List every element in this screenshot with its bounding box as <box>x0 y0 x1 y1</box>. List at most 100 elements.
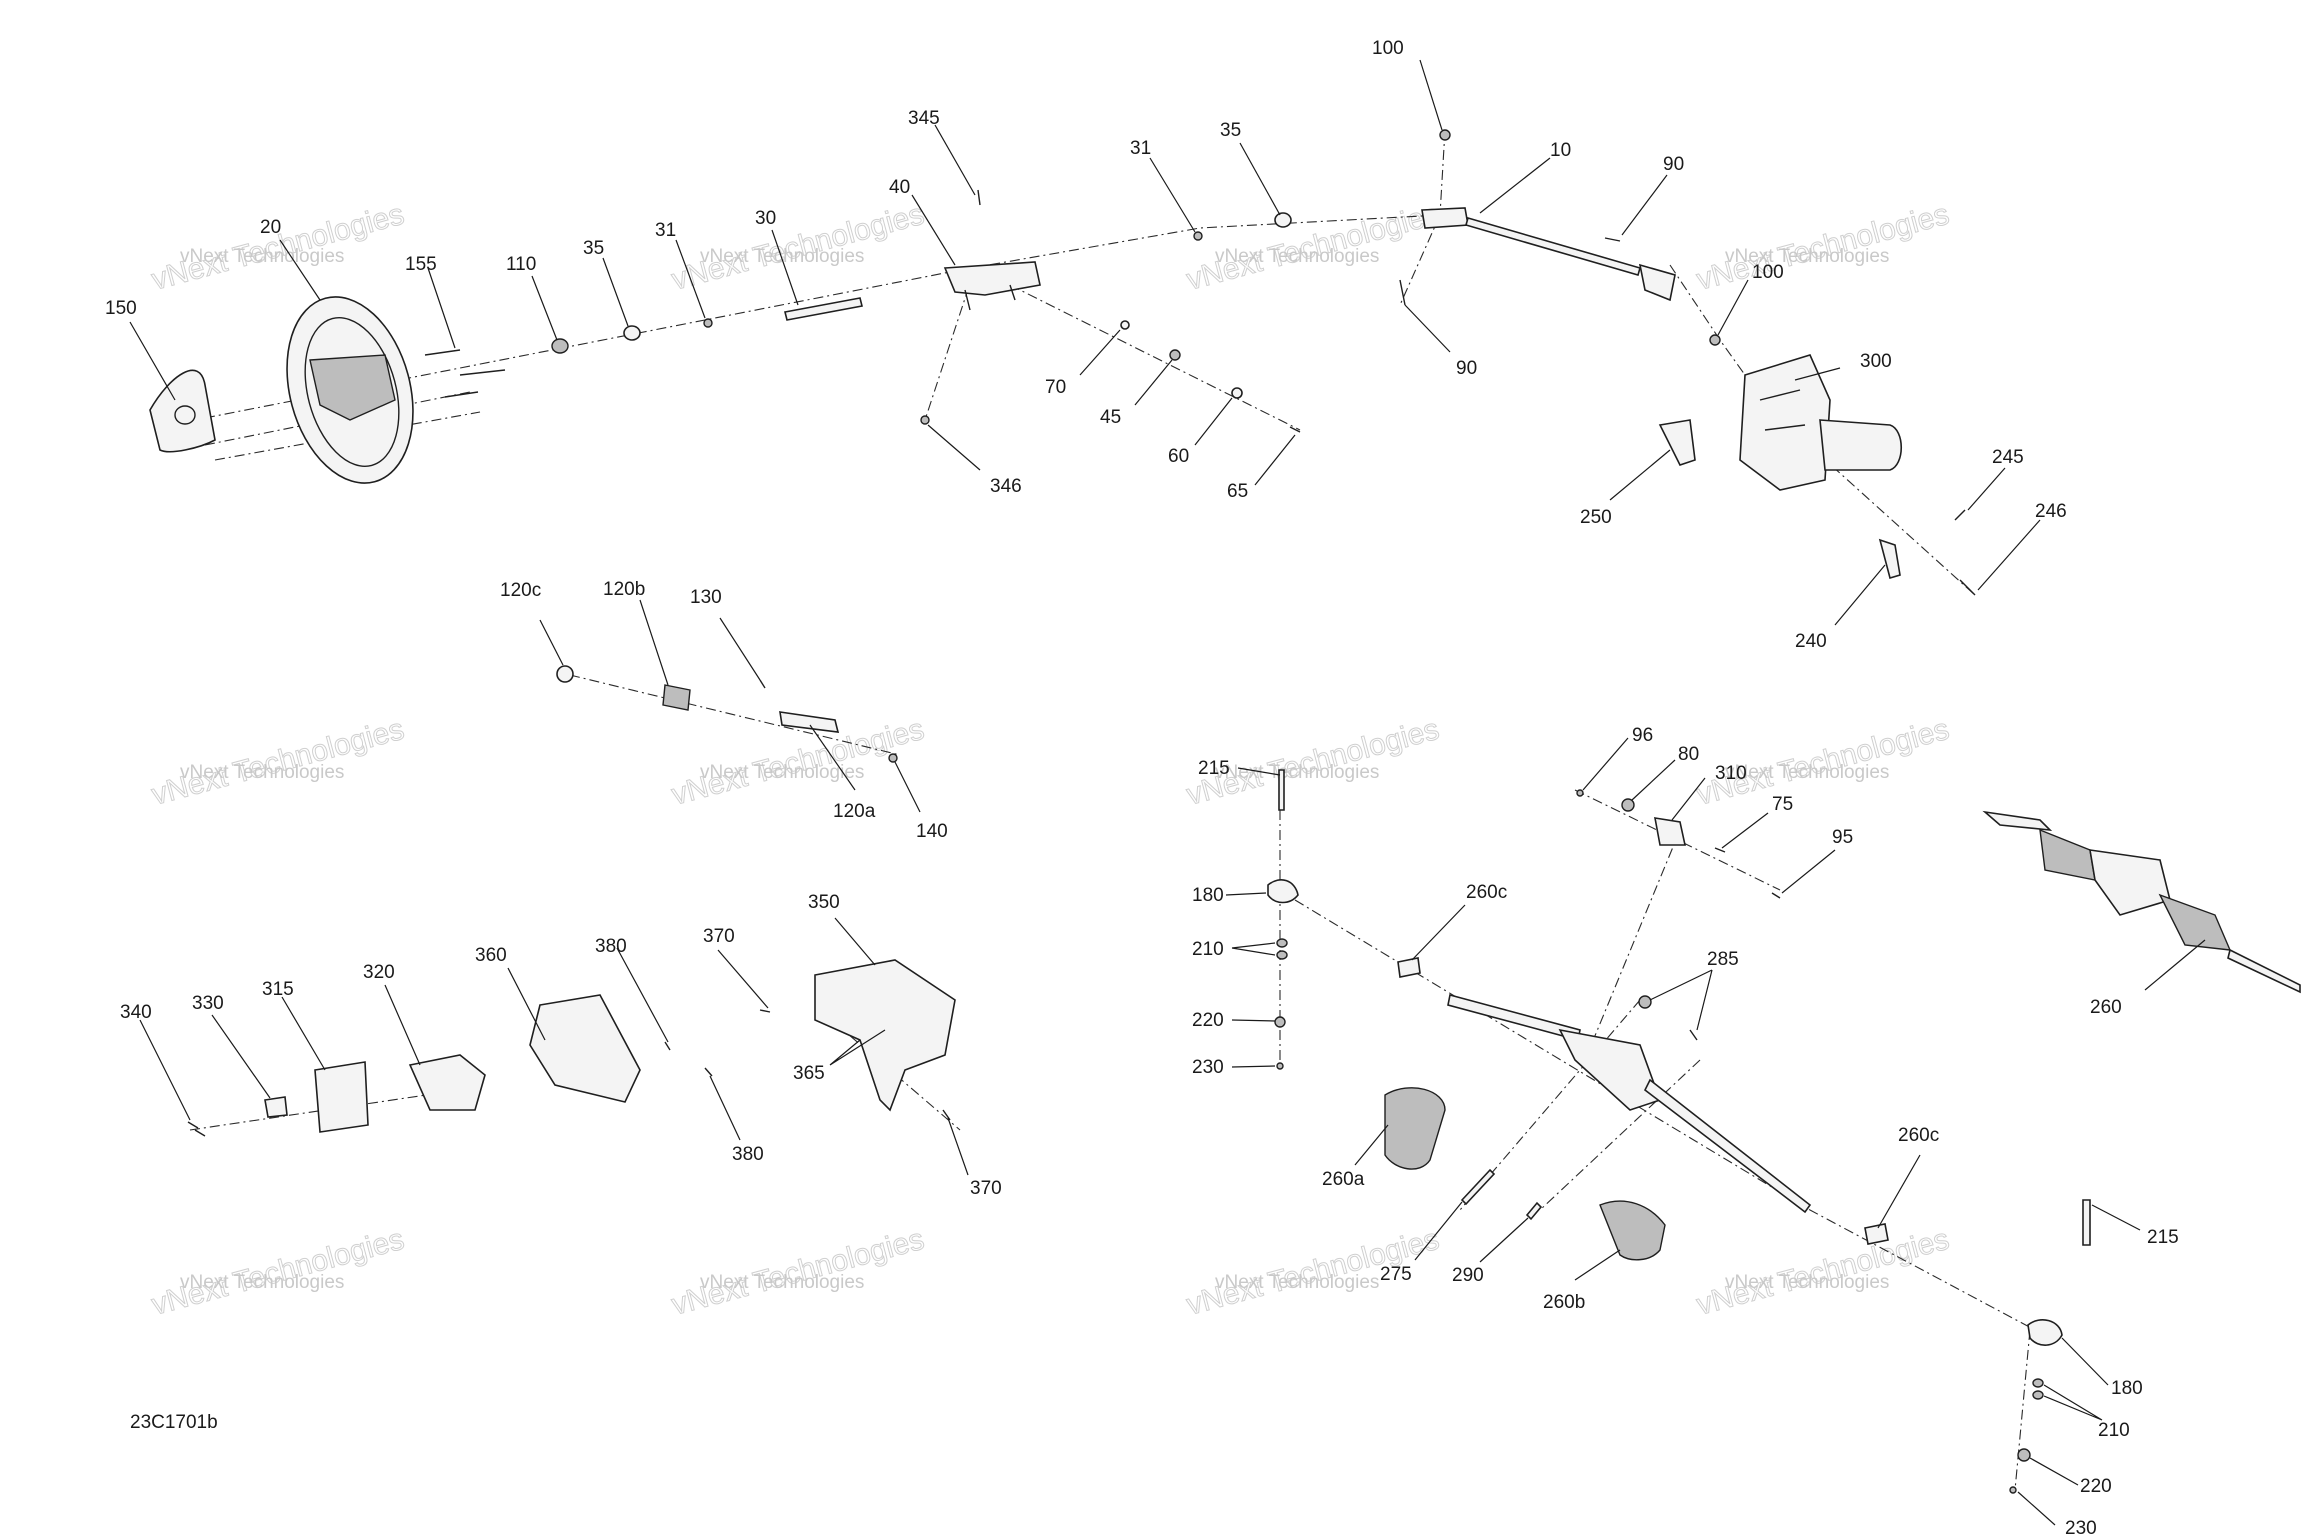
callout-31b: 31 <box>1130 138 1151 159</box>
watermark: vNext Technologies <box>1725 762 1889 783</box>
watermark: vNext Technologies <box>1215 1272 1379 1293</box>
watermark: vNext Technologies <box>1215 246 1379 267</box>
spring-part <box>662 684 691 711</box>
callout-90: 90 <box>1663 154 1684 175</box>
callout-346: 346 <box>990 476 1022 497</box>
axis-line <box>1009 284 1301 431</box>
rack-boot-part <box>1599 1200 1666 1261</box>
bolt-part <box>1525 1201 1543 1221</box>
callout-230: 230 <box>1192 1057 1224 1078</box>
steering-column-cover-part <box>814 959 956 1112</box>
clip-part <box>704 1067 713 1077</box>
washer-part <box>2032 1378 2044 1388</box>
cover-group <box>187 959 961 1137</box>
callout-140: 140 <box>916 821 948 842</box>
callout-130: 130 <box>690 587 722 608</box>
bolt-part <box>1954 509 1966 521</box>
axis-line <box>1584 829 1681 1061</box>
bezel-part <box>314 1061 369 1133</box>
screw-part <box>194 1129 206 1137</box>
callout-330: 330 <box>192 993 224 1014</box>
nut-part <box>1638 995 1652 1009</box>
watermark: vNext Technologies <box>1725 246 1889 267</box>
callout-180: 180 <box>1192 885 1224 906</box>
callout-100: 100 <box>1372 38 1404 59</box>
bolt-part <box>1959 579 1976 596</box>
callout-380b: 380 <box>732 1144 764 1165</box>
screw-part <box>1576 789 1584 797</box>
callout-20: 20 <box>260 217 281 238</box>
axis-line <box>1459 999 1641 1211</box>
clip-part <box>888 753 898 763</box>
axis-line <box>1539 1059 1701 1211</box>
callout-45: 45 <box>1100 407 1121 428</box>
horn-emblem <box>174 405 196 425</box>
steering-wheel-hub <box>309 354 396 421</box>
callout-230-right: 230 <box>2065 1518 2097 1536</box>
callout-96: 96 <box>1632 725 1653 746</box>
callout-215-right: 215 <box>2147 1227 2179 1248</box>
callout-35: 35 <box>583 238 604 259</box>
axis-line <box>1439 129 1446 216</box>
callout-70: 70 <box>1045 377 1066 398</box>
cotter-pin-part <box>1276 1062 1284 1070</box>
leader-lines <box>129 59 2206 1526</box>
washer-part <box>1120 320 1130 330</box>
screw-part <box>759 679 766 689</box>
bolt-part <box>459 369 506 376</box>
callout-320: 320 <box>363 962 395 983</box>
rack-boot-part <box>1384 1087 1446 1170</box>
callout-60: 60 <box>1168 446 1189 467</box>
callout-75: 75 <box>1772 794 1793 815</box>
washer-part <box>1276 938 1288 948</box>
pin-part <box>1289 426 1301 433</box>
tie-rod-end-part <box>1267 879 1299 904</box>
callout-340: 340 <box>120 1002 152 1023</box>
callout-120b: 120b <box>603 579 645 600</box>
watermark: vNext Technologies <box>1215 762 1379 783</box>
steering-rack-group <box>1267 769 2301 1494</box>
callout-260c: 260c <box>1466 882 1507 903</box>
callout-370b: 370 <box>970 1178 1002 1199</box>
callout-150: 150 <box>105 298 137 319</box>
callout-245: 245 <box>1992 447 2024 468</box>
cotter-pin-part <box>2009 1486 2017 1494</box>
callout-285: 285 <box>1707 949 1739 970</box>
callout-310: 310 <box>1715 763 1747 784</box>
axis-line <box>1669 264 1976 596</box>
clip-part <box>1193 231 1203 241</box>
nut-part <box>551 338 569 354</box>
pin-part <box>977 189 981 206</box>
washer-part <box>1276 950 1288 960</box>
eps-detail <box>1759 389 1806 431</box>
callout-250: 250 <box>1580 507 1612 528</box>
switch-group <box>556 665 901 763</box>
screw-part <box>187 1121 199 1129</box>
callout-65: 65 <box>1227 481 1248 502</box>
callout-40: 40 <box>889 177 910 198</box>
callout-220-right: 220 <box>2080 1476 2112 1497</box>
nut-part <box>1621 798 1635 812</box>
callout-155: 155 <box>405 254 437 275</box>
display-frame-part <box>529 994 641 1103</box>
callout-246: 246 <box>2035 501 2067 522</box>
callout-100b: 100 <box>1752 262 1784 283</box>
callout-365: 365 <box>793 1063 825 1084</box>
callout-215: 215 <box>1198 758 1230 779</box>
bolt-part <box>1399 279 1406 306</box>
lever-part <box>779 711 840 733</box>
callout-260: 260 <box>2090 997 2122 1018</box>
callout-90b: 90 <box>1456 358 1477 379</box>
bushing-part <box>1397 957 1421 978</box>
rack-tube-part <box>1643 1078 1812 1214</box>
callout-80: 80 <box>1678 744 1699 765</box>
callout-35b: 35 <box>1220 120 1241 141</box>
assembled-rack-part <box>1982 810 2053 832</box>
callout-95: 95 <box>1832 827 1853 848</box>
bolt-part <box>2082 1199 2091 1246</box>
nut-part <box>1709 334 1721 346</box>
callout-180-right: 180 <box>2111 1378 2143 1399</box>
assembled-rack-boot <box>2158 893 2232 951</box>
callout-260b: 260b <box>1543 1292 1585 1313</box>
